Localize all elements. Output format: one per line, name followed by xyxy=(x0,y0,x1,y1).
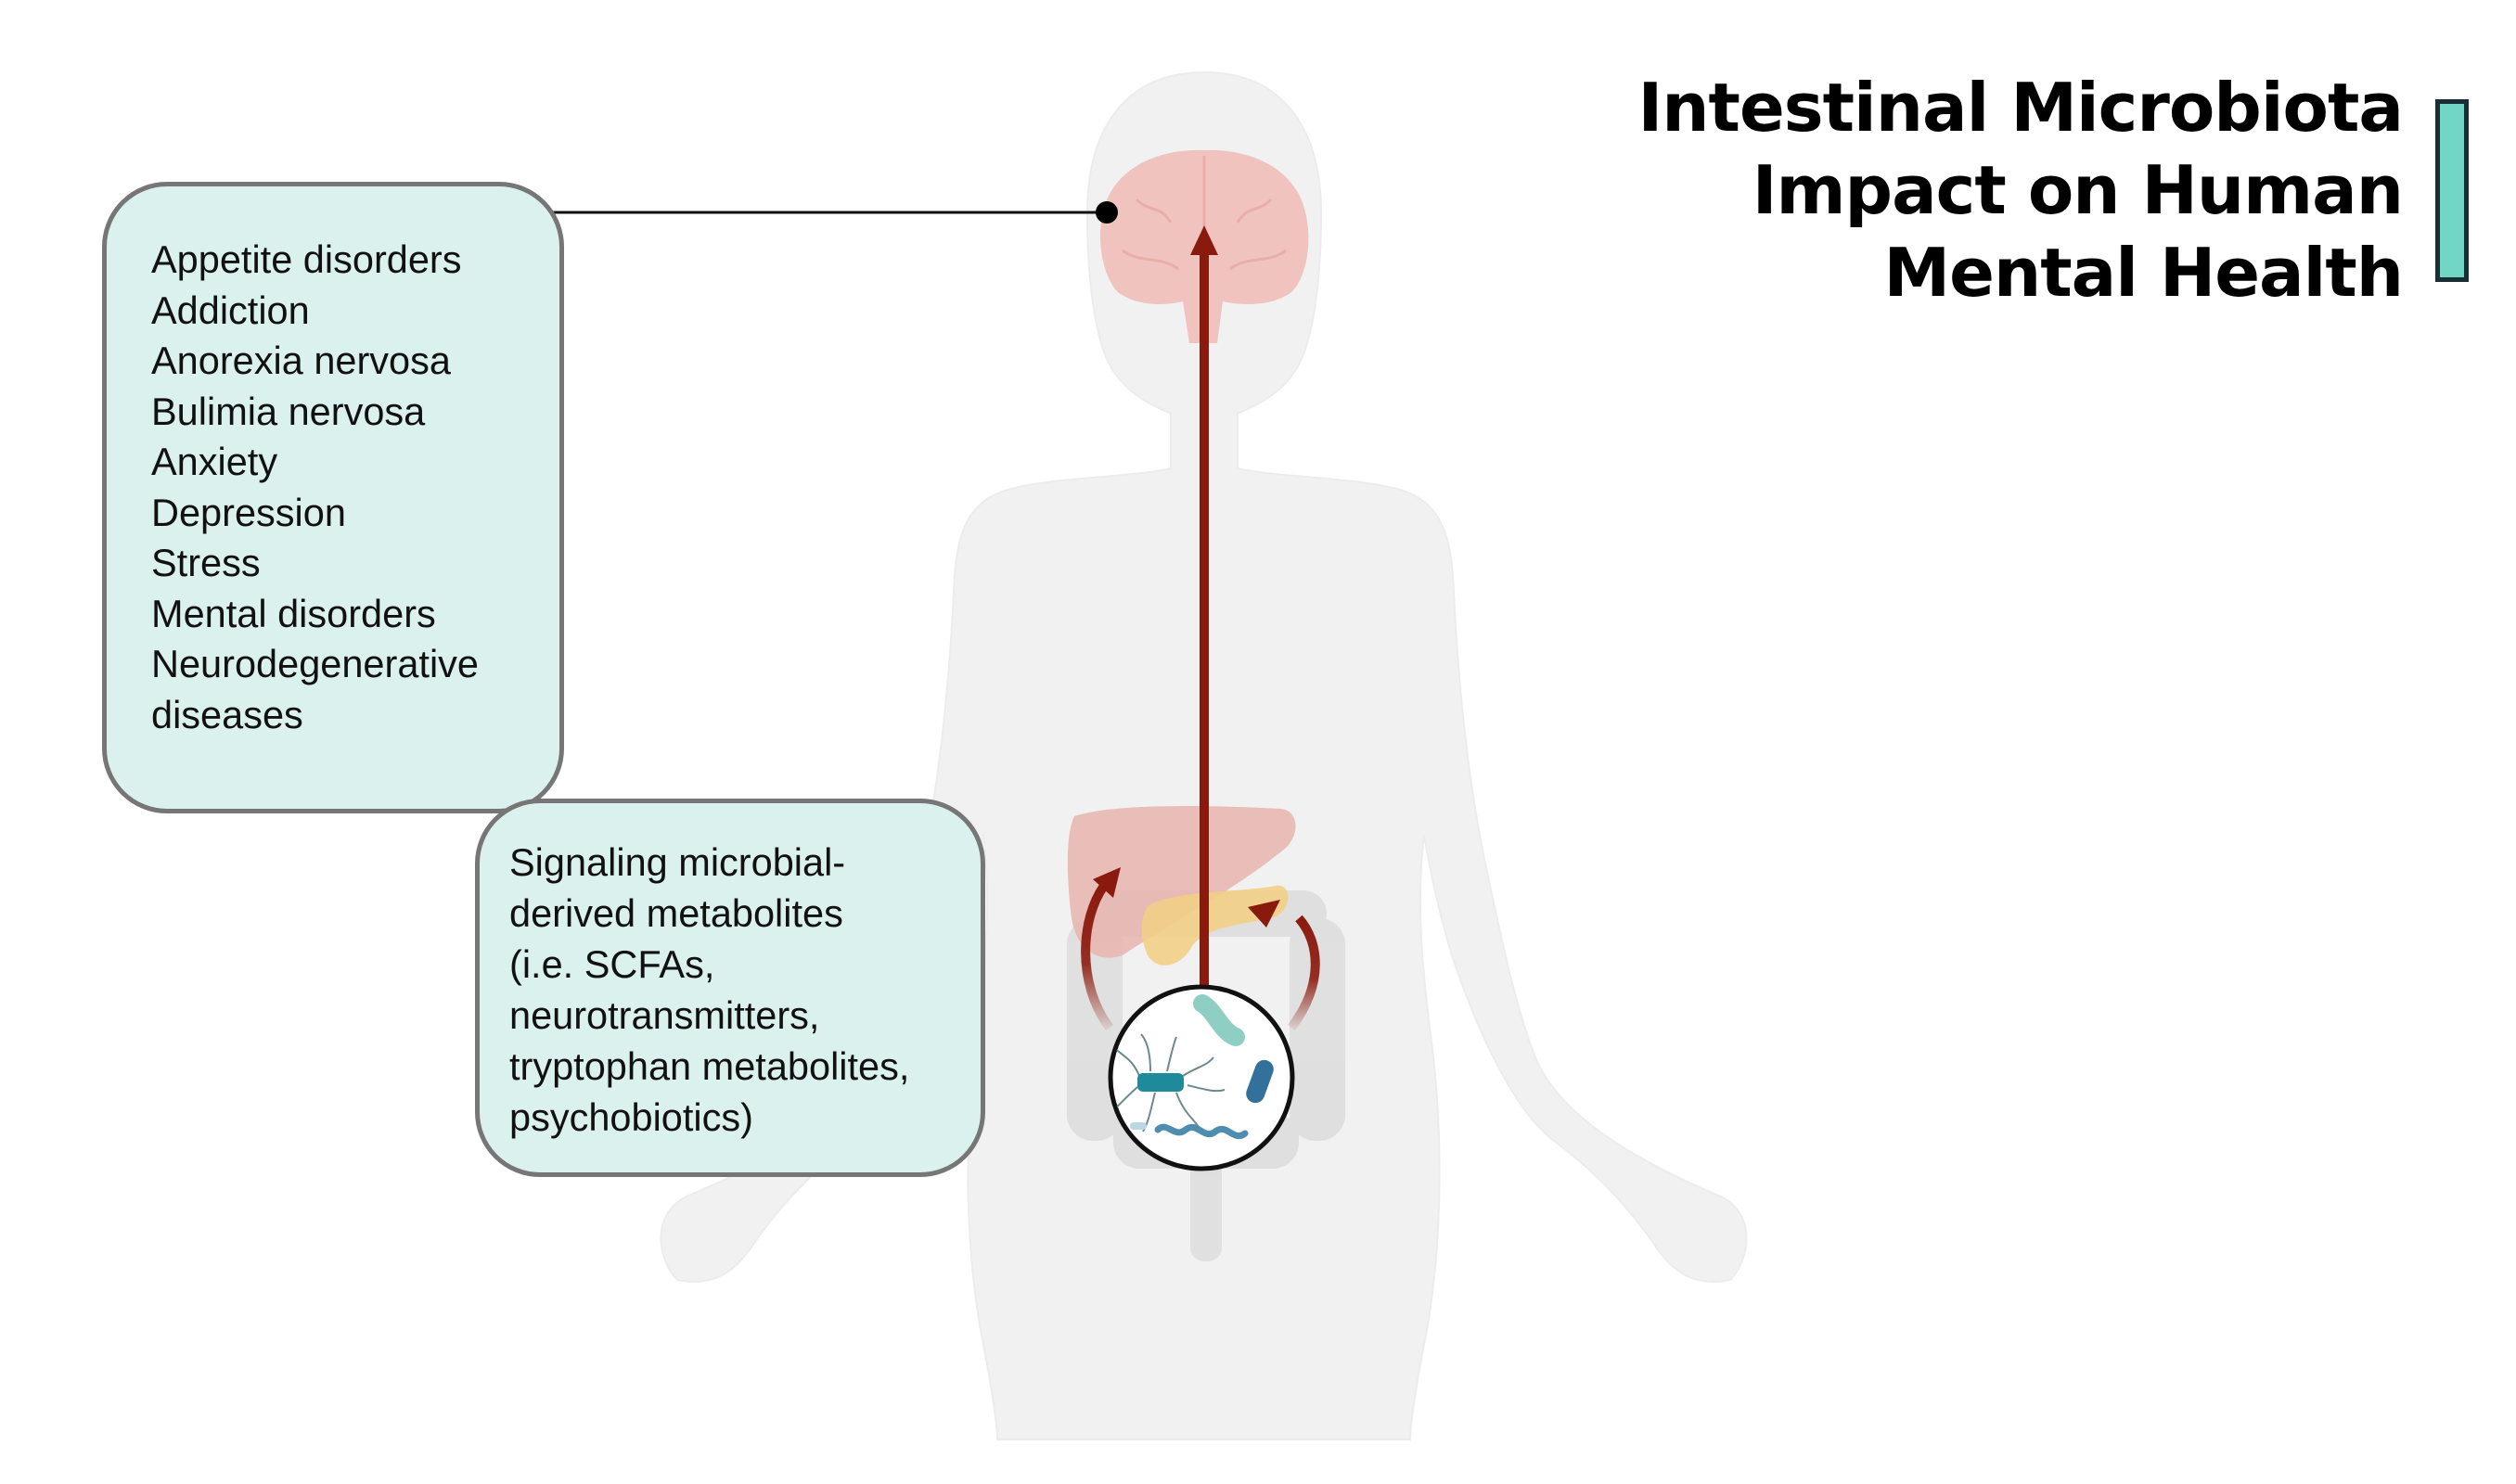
metabolites-text-line: (i.e. SCFAs, xyxy=(509,942,715,986)
disorder-item: Depression xyxy=(151,490,346,534)
title-line: Mental Health xyxy=(1883,234,2404,312)
title-line: Intestinal Microbiota xyxy=(1637,69,2404,147)
metabolites-text-line: Signaling microbial- xyxy=(509,840,846,884)
metabolites-text-line: neurotransmitters, xyxy=(509,993,820,1037)
bacteria-magnifier-icon xyxy=(1108,984,1295,1171)
disorder-item: Anorexia nervosa xyxy=(151,339,451,382)
metabolites-text-line: psychobiotics) xyxy=(509,1095,753,1139)
curved-arrow-icon xyxy=(1081,867,1320,1030)
title-accent-bar xyxy=(2435,99,2469,282)
disorder-item: Mental disorders xyxy=(151,591,436,635)
arrow-up-icon xyxy=(1190,225,1218,985)
metabolites-text-line: derived metabolites xyxy=(509,891,843,935)
disorder-item: Appetite disorders xyxy=(151,237,462,281)
liver-icon xyxy=(1067,806,1296,958)
title-line: Impact on Human xyxy=(1752,151,2404,229)
brain-connector-dot xyxy=(1096,201,1118,224)
disorder-item: Anxiety xyxy=(151,440,278,483)
disorder-item: Neurodegenerative xyxy=(151,642,479,685)
figure-title: Intestinal Microbiota Impact on Human Me… xyxy=(1637,67,2404,314)
disorder-item: Addiction xyxy=(151,288,310,332)
pancreas-icon xyxy=(1141,885,1289,966)
mental-disorders-callout: Appetite disorders Addiction Anorexia ne… xyxy=(102,182,564,813)
disorder-item: diseases xyxy=(151,692,303,736)
microbial-metabolites-callout: Signaling microbial- derived metabolites… xyxy=(475,799,985,1177)
disorder-item: Stress xyxy=(151,541,261,584)
metabolites-text-line: tryptophan metabolites, xyxy=(509,1044,910,1088)
disorder-item: Bulimia nervosa xyxy=(151,389,426,433)
